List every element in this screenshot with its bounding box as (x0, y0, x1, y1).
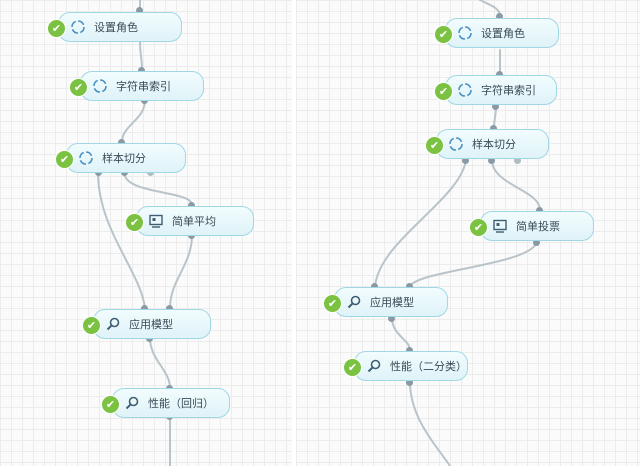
wire (97, 171, 146, 309)
check-icon: ✔ (425, 136, 444, 155)
wire (139, 41, 143, 71)
port[interactable] (536, 207, 543, 214)
port[interactable] (406, 347, 413, 354)
node-sample-split[interactable]: ✔ 样本切分 (55, 143, 186, 173)
node-performance[interactable]: ✔ 性能（回归） (101, 388, 230, 418)
port[interactable] (496, 71, 503, 78)
node-label: 性能（二分类） (390, 360, 467, 373)
port[interactable] (462, 157, 469, 164)
node-label: 应用模型 (129, 318, 173, 331)
monitor-icon (493, 219, 507, 233)
node-label: 性能（回归） (148, 397, 214, 410)
check-icon: ✔ (82, 316, 101, 335)
magnifier-icon (347, 295, 361, 309)
wire (121, 99, 146, 143)
node-set-role[interactable]: ✔ 设置角色 (434, 18, 559, 48)
port[interactable] (136, 7, 143, 14)
check-icon: ✔ (434, 25, 453, 44)
cycle-icon (458, 83, 472, 97)
node-apply-model[interactable]: ✔ 应用模型 (82, 309, 211, 339)
port[interactable] (492, 103, 499, 110)
check-icon: ✔ (343, 358, 362, 377)
magnifier-icon (367, 359, 381, 373)
node-label: 字符串索引 (116, 80, 171, 93)
port[interactable] (514, 157, 521, 164)
wire (169, 234, 193, 309)
node-label: 字符串索引 (481, 84, 536, 97)
wire (391, 317, 411, 351)
port[interactable] (488, 157, 495, 164)
wire (409, 241, 538, 287)
node-string-index[interactable]: ✔ 字符串索引 (434, 75, 557, 105)
port[interactable] (490, 125, 497, 132)
port[interactable] (406, 283, 413, 290)
node-label: 样本切分 (472, 138, 516, 151)
node-simple-average[interactable]: ✔ 简单平均 (125, 206, 254, 236)
node-string-index[interactable]: ✔ 字符串索引 (69, 71, 204, 101)
node-set-role[interactable]: ✔ 设置角色 (47, 12, 182, 42)
port[interactable] (118, 139, 125, 146)
node-label: 简单投票 (516, 220, 560, 233)
wire (491, 159, 541, 211)
node-label: 应用模型 (370, 296, 414, 309)
cycle-icon (458, 26, 472, 40)
check-icon: ✔ (69, 78, 88, 97)
check-icon: ✔ (47, 19, 66, 38)
port[interactable] (166, 305, 173, 312)
node-sample-split[interactable]: ✔ 样本切分 (425, 129, 549, 159)
node-label: 简单平均 (172, 215, 216, 228)
magnifier-icon (106, 317, 120, 331)
monitor-icon (149, 214, 163, 228)
port[interactable] (388, 315, 395, 322)
wire (123, 171, 193, 206)
check-icon: ✔ (434, 82, 453, 101)
node-label: 样本切分 (102, 152, 146, 165)
cycle-icon (71, 20, 85, 34)
node-simple-vote[interactable]: ✔ 简单投票 (469, 211, 594, 241)
cycle-icon (449, 137, 463, 151)
check-icon: ✔ (55, 150, 74, 169)
port[interactable] (406, 379, 413, 386)
cycle-icon (79, 151, 93, 165)
check-icon: ✔ (469, 218, 488, 237)
check-icon: ✔ (101, 395, 120, 414)
magnifier-icon (125, 396, 139, 410)
port[interactable] (141, 305, 148, 312)
wire (409, 381, 451, 466)
node-apply-model[interactable]: ✔ 应用模型 (323, 287, 448, 317)
node-label: 设置角色 (94, 21, 138, 34)
port[interactable] (371, 283, 378, 290)
check-icon: ✔ (323, 294, 342, 313)
panel-divider (292, 0, 296, 466)
node-performance[interactable]: ✔ 性能（二分类） (343, 351, 468, 381)
node-label: 设置角色 (481, 27, 525, 40)
wire (374, 159, 467, 287)
port[interactable] (138, 67, 145, 74)
port[interactable] (188, 202, 195, 209)
port[interactable] (496, 13, 503, 20)
check-icon: ✔ (125, 213, 144, 232)
port[interactable] (533, 239, 540, 246)
wire (149, 337, 171, 389)
cycle-icon (93, 79, 107, 93)
